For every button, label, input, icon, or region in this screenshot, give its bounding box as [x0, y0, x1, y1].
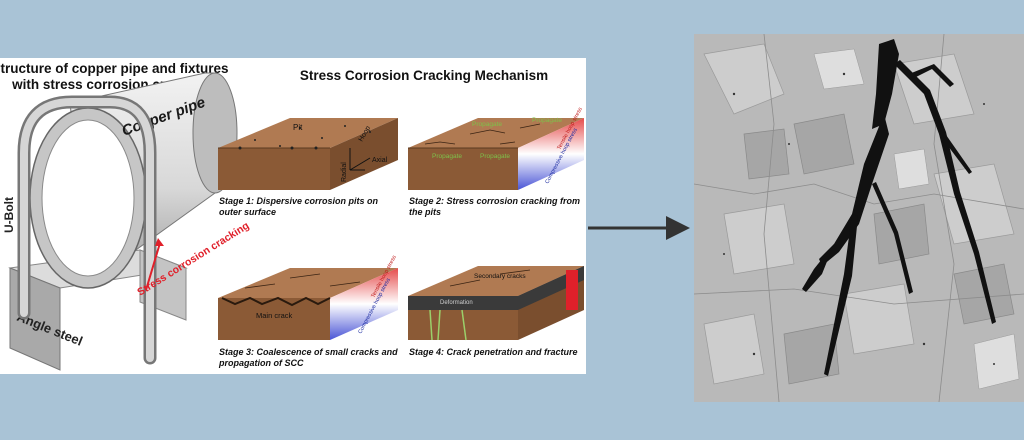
stage4-deformation-label: Deformation: [440, 300, 473, 306]
stage2-propagate-label-2: Propagate: [532, 117, 562, 124]
stage2-block: [408, 118, 584, 190]
stage2-propagate-label-3: Propagate: [432, 153, 462, 160]
stage3-caption-line1: Stage 3: Coalescence of small cracks and: [219, 347, 398, 357]
stage3-caption-line2: propagation of SCC: [218, 358, 304, 368]
stage4-caption: Stage 4: Crack penetration and fracture: [409, 347, 578, 357]
stage1-radial-label: Radial: [341, 162, 348, 182]
stage1-axial-label: Axial: [372, 157, 388, 164]
scc-figure-panel: Structure of copper pipe and fixtures wi…: [0, 58, 586, 374]
stage1-block: [218, 118, 398, 190]
u-bolt-label: U-Bolt: [2, 197, 16, 233]
scc-arrowhead: [155, 238, 164, 246]
flow-arrow: [588, 216, 690, 240]
stage4-secondary-label: Secondary cracks: [474, 273, 526, 280]
u-bolt: [17, 95, 157, 365]
stage3-main-crack-label: Main crack: [256, 311, 293, 320]
stage3-block: [218, 268, 398, 340]
stage1-caption-line1: Stage 1: Dispersive corrosion pits on: [219, 196, 379, 206]
stage2-propagate-label-4: Propagate: [480, 153, 510, 160]
crack-micrograph: [694, 34, 1024, 402]
stage2-caption-line1: Stage 2: Stress corrosion cracking from: [409, 196, 580, 206]
scc-arrow: [145, 242, 161, 291]
stage4-block: [408, 266, 584, 341]
stage1-caption-line2: outer surface: [219, 207, 276, 217]
mechanism-title: Stress Corrosion Cracking Mechanism: [300, 68, 548, 83]
stage2-propagate-label-1: Propagate: [472, 121, 502, 128]
stage1-pit-label: Pit: [293, 123, 303, 132]
pipe-title-line1: Structure of copper pipe and fixtures: [0, 61, 229, 76]
stage2-caption-line2: the pits: [409, 207, 441, 217]
